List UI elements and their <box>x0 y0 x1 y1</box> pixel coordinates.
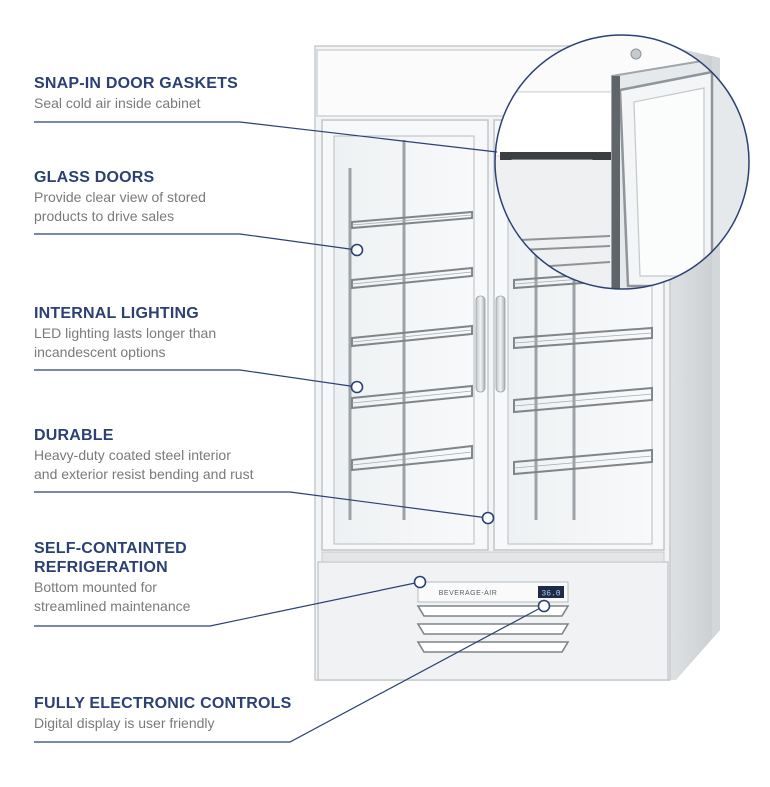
feature-description: and exterior resist bending and rust <box>34 466 254 482</box>
feature-internal-lighting: INTERNAL LIGHTING LED lighting lasts lon… <box>34 304 334 362</box>
callout-marker-internal-lighting <box>350 380 364 394</box>
display-reading: 36.0 <box>541 590 560 599</box>
feature-description: incandescent options <box>34 344 166 360</box>
callout-marker-refrigeration <box>413 575 427 589</box>
feature-description: Seal cold air inside cabinet <box>34 95 201 111</box>
callout-marker-glass-doors <box>350 243 364 257</box>
feature-door-gaskets: SNAP-IN DOOR GASKETS Seal cold air insid… <box>34 74 334 113</box>
feature-title: SELF-CONTAINTED <box>34 540 187 557</box>
callout-lines <box>34 121 545 743</box>
feature-description: LED lighting lasts longer than <box>34 325 217 341</box>
feature-durable: DURABLE Heavy-duty coated steel interior… <box>34 426 334 484</box>
feature-glass-doors: GLASS DOORS Provide clear view of stored… <box>34 168 334 226</box>
digital-display <box>538 586 564 598</box>
feature-title: INTERNAL LIGHTING <box>34 305 199 322</box>
feature-description: Provide clear view of stored <box>34 189 206 205</box>
brand-plate: BEVERAGE-AIR <box>439 590 498 597</box>
feature-description: streamlined maintenance <box>34 598 191 614</box>
feature-description: Digital display is user friendly <box>34 715 215 731</box>
feature-title: GLASS DOORS <box>34 169 155 186</box>
callout-marker-durable <box>481 511 495 525</box>
feature-title: SNAP-IN DOOR GASKETS <box>34 75 239 92</box>
feature-description: Heavy-duty coated steel interior <box>34 447 231 463</box>
feature-electronic-controls: FULLY ELECTRONIC CONTROLS Digital displa… <box>34 694 334 733</box>
feature-title: REFRIGERATION <box>34 559 168 576</box>
callout-marker-controls <box>537 599 551 613</box>
feature-description: products to drive sales <box>34 208 175 224</box>
feature-title: FULLY ELECTRONIC CONTROLS <box>34 695 292 712</box>
feature-description: Bottom mounted for <box>34 579 157 595</box>
refrigeration-grille <box>317 551 669 681</box>
feature-title: DURABLE <box>34 427 114 444</box>
door-handles <box>475 295 506 393</box>
feature-refrigeration: SELF-CONTAINTED REFRIGERATION Bottom mou… <box>34 539 334 616</box>
